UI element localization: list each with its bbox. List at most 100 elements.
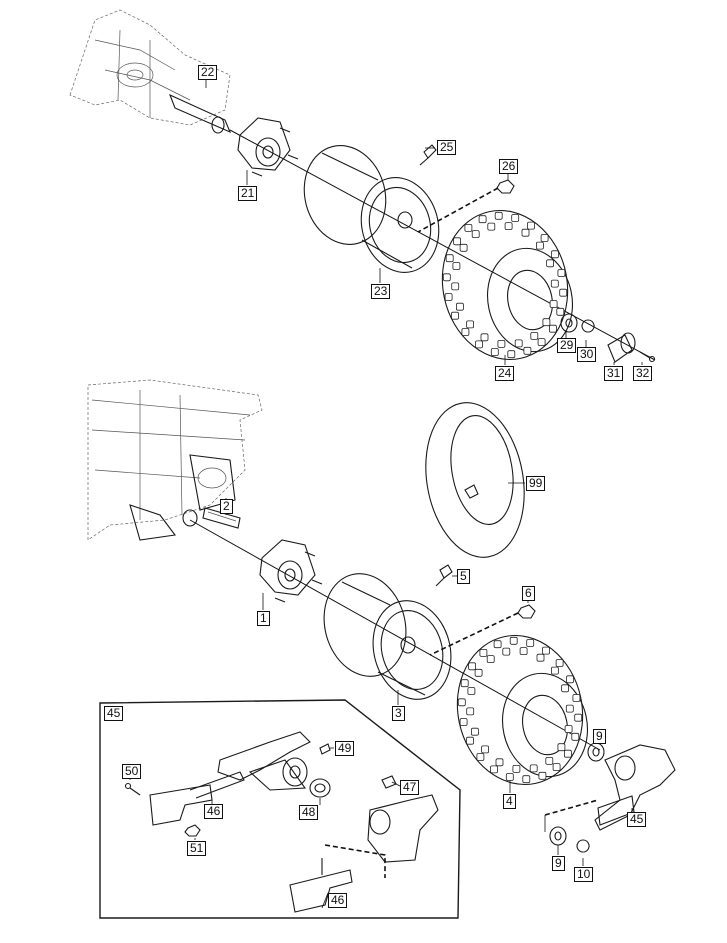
tread-block [536, 241, 544, 250]
label-part-29: 29 [557, 338, 577, 353]
tread-block [546, 259, 554, 268]
inset-box-45 [99, 699, 461, 919]
tread-block [476, 753, 485, 761]
rim-part-23 [303, 145, 440, 273]
clip-part-30 [581, 319, 595, 333]
tread-block [526, 639, 535, 647]
tread-block [459, 243, 468, 252]
tread-block [538, 771, 547, 780]
tread-block [475, 340, 483, 349]
label-part-9-upper: 9 [593, 729, 606, 744]
hub-part-21 [237, 117, 299, 177]
tread-block [490, 765, 498, 774]
label-part-32: 32 [633, 366, 653, 381]
tread-block [461, 328, 470, 336]
washer-part-29 [560, 313, 578, 333]
tread-block [572, 694, 581, 702]
tread-block [467, 687, 476, 695]
valve-stem-part-25 [419, 144, 437, 166]
tread-block [457, 698, 466, 707]
tread-block [505, 773, 514, 781]
label-part-1: 1 [257, 611, 270, 626]
tread-block [453, 237, 462, 246]
tread-block [442, 273, 451, 282]
cap-part-31 [607, 332, 636, 363]
tread-block [514, 339, 523, 348]
tread-block [468, 662, 477, 671]
label-part-50: 50 [122, 764, 142, 779]
tread-block [497, 339, 506, 348]
axle-line-lower [189, 519, 601, 751]
inner-tube-part-99 [425, 402, 525, 558]
tread-block [557, 269, 566, 277]
tread-block [552, 763, 561, 771]
tread-block [451, 311, 459, 320]
tread-block [537, 338, 546, 347]
tread-block [451, 282, 460, 291]
tread-block [455, 302, 464, 311]
tread-block [493, 640, 502, 649]
axle-line-upper [229, 129, 656, 361]
tire-part-4 [456, 634, 589, 786]
washer-part-9-upper [587, 742, 605, 762]
guard-part-2 [202, 507, 241, 529]
label-part-24: 24 [495, 366, 515, 381]
tread-block [521, 228, 530, 237]
tread-block [470, 727, 479, 736]
tread-block [522, 775, 531, 784]
tread-block [478, 215, 487, 224]
label-part-21: 21 [238, 186, 258, 201]
label-part-49: 49 [335, 741, 355, 756]
label-part-30: 30 [577, 347, 597, 362]
tread-block [494, 211, 503, 220]
tread-block [527, 221, 535, 230]
lug-nut-part-6 [429, 604, 536, 656]
tread-block [557, 743, 566, 752]
label-part-48: 48 [299, 805, 319, 820]
tread-block [452, 262, 461, 270]
tread-block [549, 300, 558, 308]
tread-block [466, 736, 474, 745]
label-part-5: 5 [457, 569, 470, 584]
frame-lower [87, 379, 263, 541]
tread-block [564, 725, 573, 733]
label-part-51: 51 [187, 841, 207, 856]
label-part-4: 4 [503, 794, 516, 809]
label-part-9-lower: 9 [552, 856, 565, 871]
valve-stem-part-5 [435, 564, 453, 587]
tread-block [459, 718, 468, 726]
label-part-2: 2 [220, 499, 233, 514]
label-part-6: 6 [522, 586, 535, 601]
label-part-23: 23 [371, 284, 391, 299]
clip-part-10 [576, 839, 590, 853]
tread-block [571, 732, 580, 741]
label-part-26: 26 [499, 159, 519, 174]
tread-block [536, 653, 545, 662]
tread-block [566, 675, 574, 684]
tread-block [509, 636, 518, 645]
tread-block [504, 222, 513, 231]
tread-block [542, 646, 550, 655]
screw-part-32 [639, 351, 656, 363]
tread-block [486, 655, 495, 663]
tread-block [480, 333, 489, 342]
label-part-46-bottom: 46 [328, 893, 348, 908]
label-part-99: 99 [526, 476, 546, 491]
tread-block [540, 234, 549, 242]
tread-block [561, 684, 569, 693]
tread-block [444, 293, 453, 301]
tread-block [466, 320, 475, 329]
tread-block [481, 745, 490, 754]
label-part-25: 25 [437, 140, 457, 155]
tread-block [490, 348, 499, 356]
tread-block [542, 318, 551, 327]
label-part-46-left: 46 [204, 804, 224, 819]
tread-block [574, 713, 583, 722]
tread-block [464, 223, 473, 232]
washer-part-9-lower [549, 826, 567, 846]
tread-block [474, 668, 483, 677]
tire-part-24 [441, 209, 574, 361]
tread-block [519, 647, 528, 655]
tread-block [487, 222, 496, 231]
